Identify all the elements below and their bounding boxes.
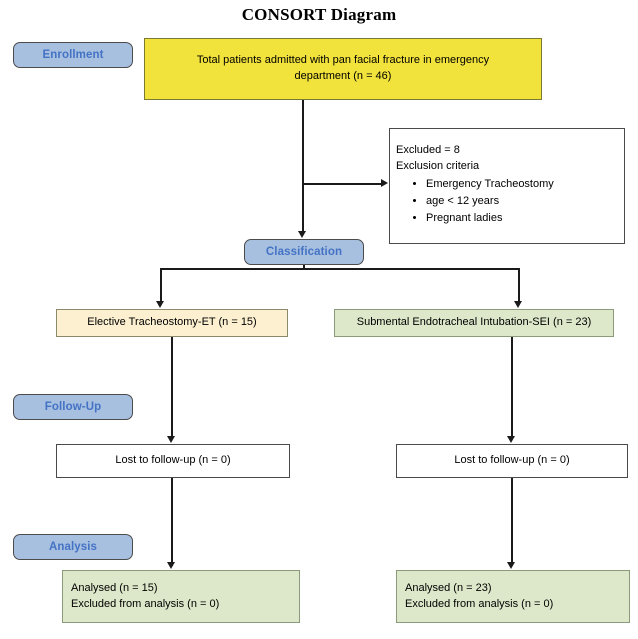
arrowhead-right-arm [514, 301, 522, 308]
stage-badge-enrollment: Enrollment [13, 42, 133, 68]
left-arm-analysis-box: Analysed (n = 15) Excluded from analysis… [62, 570, 300, 623]
stage-badge-classification: Classification [244, 239, 364, 265]
stage-badge-classification-label: Classification [265, 246, 343, 258]
right-arm-analysis-box: Analysed (n = 23) Excluded from analysis… [396, 570, 630, 623]
arrowhead-excluded [381, 179, 388, 187]
list-item: Emergency Tracheostomy [426, 177, 618, 193]
excluded-box: Excluded = 8 Exclusion criteria Emergenc… [389, 128, 625, 244]
excluded-heading-count: Excluded = 8 [396, 144, 460, 157]
arrowhead-classification [298, 231, 306, 238]
right-arm-followup-label: Lost to follow-up (n = 0) [454, 454, 570, 467]
arrowhead-left-analysis [167, 562, 175, 569]
connector-split-horizontal [160, 268, 519, 270]
exclusion-criteria-list: Emergency Tracheostomy age < 12 years Pr… [396, 177, 618, 228]
connector-enrollment-to-excluded [302, 183, 382, 185]
connector-split-right-drop [518, 268, 520, 302]
left-arm-allocation-box: Elective Tracheostomy-ET (n = 15) [56, 309, 288, 337]
list-item: age < 12 years [426, 194, 618, 210]
connector-left-alloc-to-followup [171, 337, 173, 437]
enrollment-box-line1: Total patients admitted with pan facial … [196, 54, 490, 67]
stage-badge-followup: Follow-Up [13, 394, 133, 420]
right-arm-analysed-label: Analysed (n = 23) [405, 581, 492, 594]
left-arm-allocation-label: Elective Tracheostomy-ET (n = 15) [87, 316, 257, 329]
connector-right-followup-to-analysis [511, 478, 513, 563]
arrowhead-left-followup [167, 436, 175, 443]
excluded-heading-criteria: Exclusion criteria [396, 160, 480, 173]
arrowhead-left-arm [156, 301, 164, 308]
connector-split-left-drop [160, 268, 162, 302]
arrowhead-right-followup [507, 436, 515, 443]
connector-right-alloc-to-followup [511, 337, 513, 437]
stage-badge-followup-label: Follow-Up [44, 401, 102, 413]
enrollment-box-line2: department (n = 46) [294, 70, 392, 82]
stage-badge-analysis-label: Analysis [48, 541, 98, 553]
connector-left-followup-to-analysis [171, 478, 173, 563]
left-arm-followup-box: Lost to follow-up (n = 0) [56, 444, 290, 478]
connector-enrollment-to-classification [302, 100, 304, 232]
arrowhead-right-analysis [507, 562, 515, 569]
page-title: CONSORT Diagram [241, 5, 397, 24]
right-arm-allocation-box: Submental Endotracheal Intubation-SEI (n… [334, 309, 614, 337]
left-arm-excluded-label: Excluded from analysis (n = 0) [71, 597, 220, 610]
right-arm-excluded-label: Excluded from analysis (n = 0) [405, 597, 554, 610]
right-arm-followup-box: Lost to follow-up (n = 0) [396, 444, 628, 478]
enrollment-box: Total patients admitted with pan facial … [144, 38, 542, 100]
list-item: Pregnant ladies [426, 211, 618, 227]
left-arm-analysed-label: Analysed (n = 15) [71, 581, 158, 594]
left-arm-followup-label: Lost to follow-up (n = 0) [115, 454, 231, 467]
right-arm-allocation-label: Submental Endotracheal Intubation-SEI (n… [356, 316, 592, 329]
stage-badge-analysis: Analysis [13, 534, 133, 560]
stage-badge-enrollment-label: Enrollment [42, 49, 104, 61]
connector-classification-stem [303, 265, 305, 269]
